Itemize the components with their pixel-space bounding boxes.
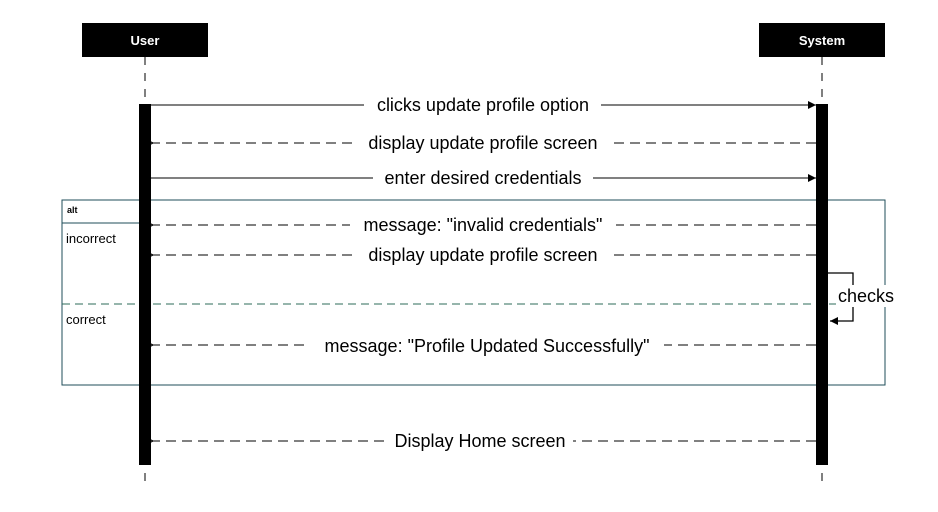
message-label: message: "Profile Updated Successfully" <box>325 336 650 356</box>
alt-frame-tag: alt <box>67 205 78 215</box>
message-display-update-profile-2: display update profile screen <box>152 243 816 265</box>
actor-user-label: User <box>131 33 160 48</box>
message-invalid-credentials: message: "invalid credentials" <box>152 213 816 235</box>
message-display-home: Display Home screen <box>152 429 816 451</box>
message-label: checks <box>838 286 894 306</box>
message-label: Display Home screen <box>394 431 565 451</box>
message-display-update-profile-1: display update profile screen <box>152 131 816 153</box>
actor-user: User <box>82 23 208 57</box>
label-bg <box>364 93 601 115</box>
actor-system: System <box>759 23 885 57</box>
message-clicks-update-profile: clicks update profile option <box>151 93 816 115</box>
label-bg <box>350 213 616 235</box>
alt-guard-correct: correct <box>66 312 106 327</box>
message-profile-updated: message: "Profile Updated Successfully" <box>152 333 816 356</box>
actor-system-box <box>759 23 885 57</box>
label-bg <box>387 429 573 451</box>
label-bg <box>836 285 898 307</box>
actor-user-box <box>82 23 208 57</box>
message-enter-credentials: enter desired credentials <box>151 166 816 188</box>
label-bg <box>355 131 611 153</box>
message-label: display update profile screen <box>368 245 597 265</box>
alt-guard-incorrect: incorrect <box>66 231 116 246</box>
activation-user <box>139 104 151 465</box>
message-label: message: "invalid credentials" <box>364 215 603 235</box>
message-label: clicks update profile option <box>377 95 589 115</box>
message-checks-self: checks <box>828 272 898 325</box>
label-bg <box>373 166 593 188</box>
message-label: display update profile screen <box>368 133 597 153</box>
activation-system <box>816 104 828 465</box>
label-bg <box>355 243 611 265</box>
message-label: enter desired credentials <box>384 168 581 188</box>
label-bg <box>310 333 664 355</box>
actor-system-label: System <box>799 33 845 48</box>
